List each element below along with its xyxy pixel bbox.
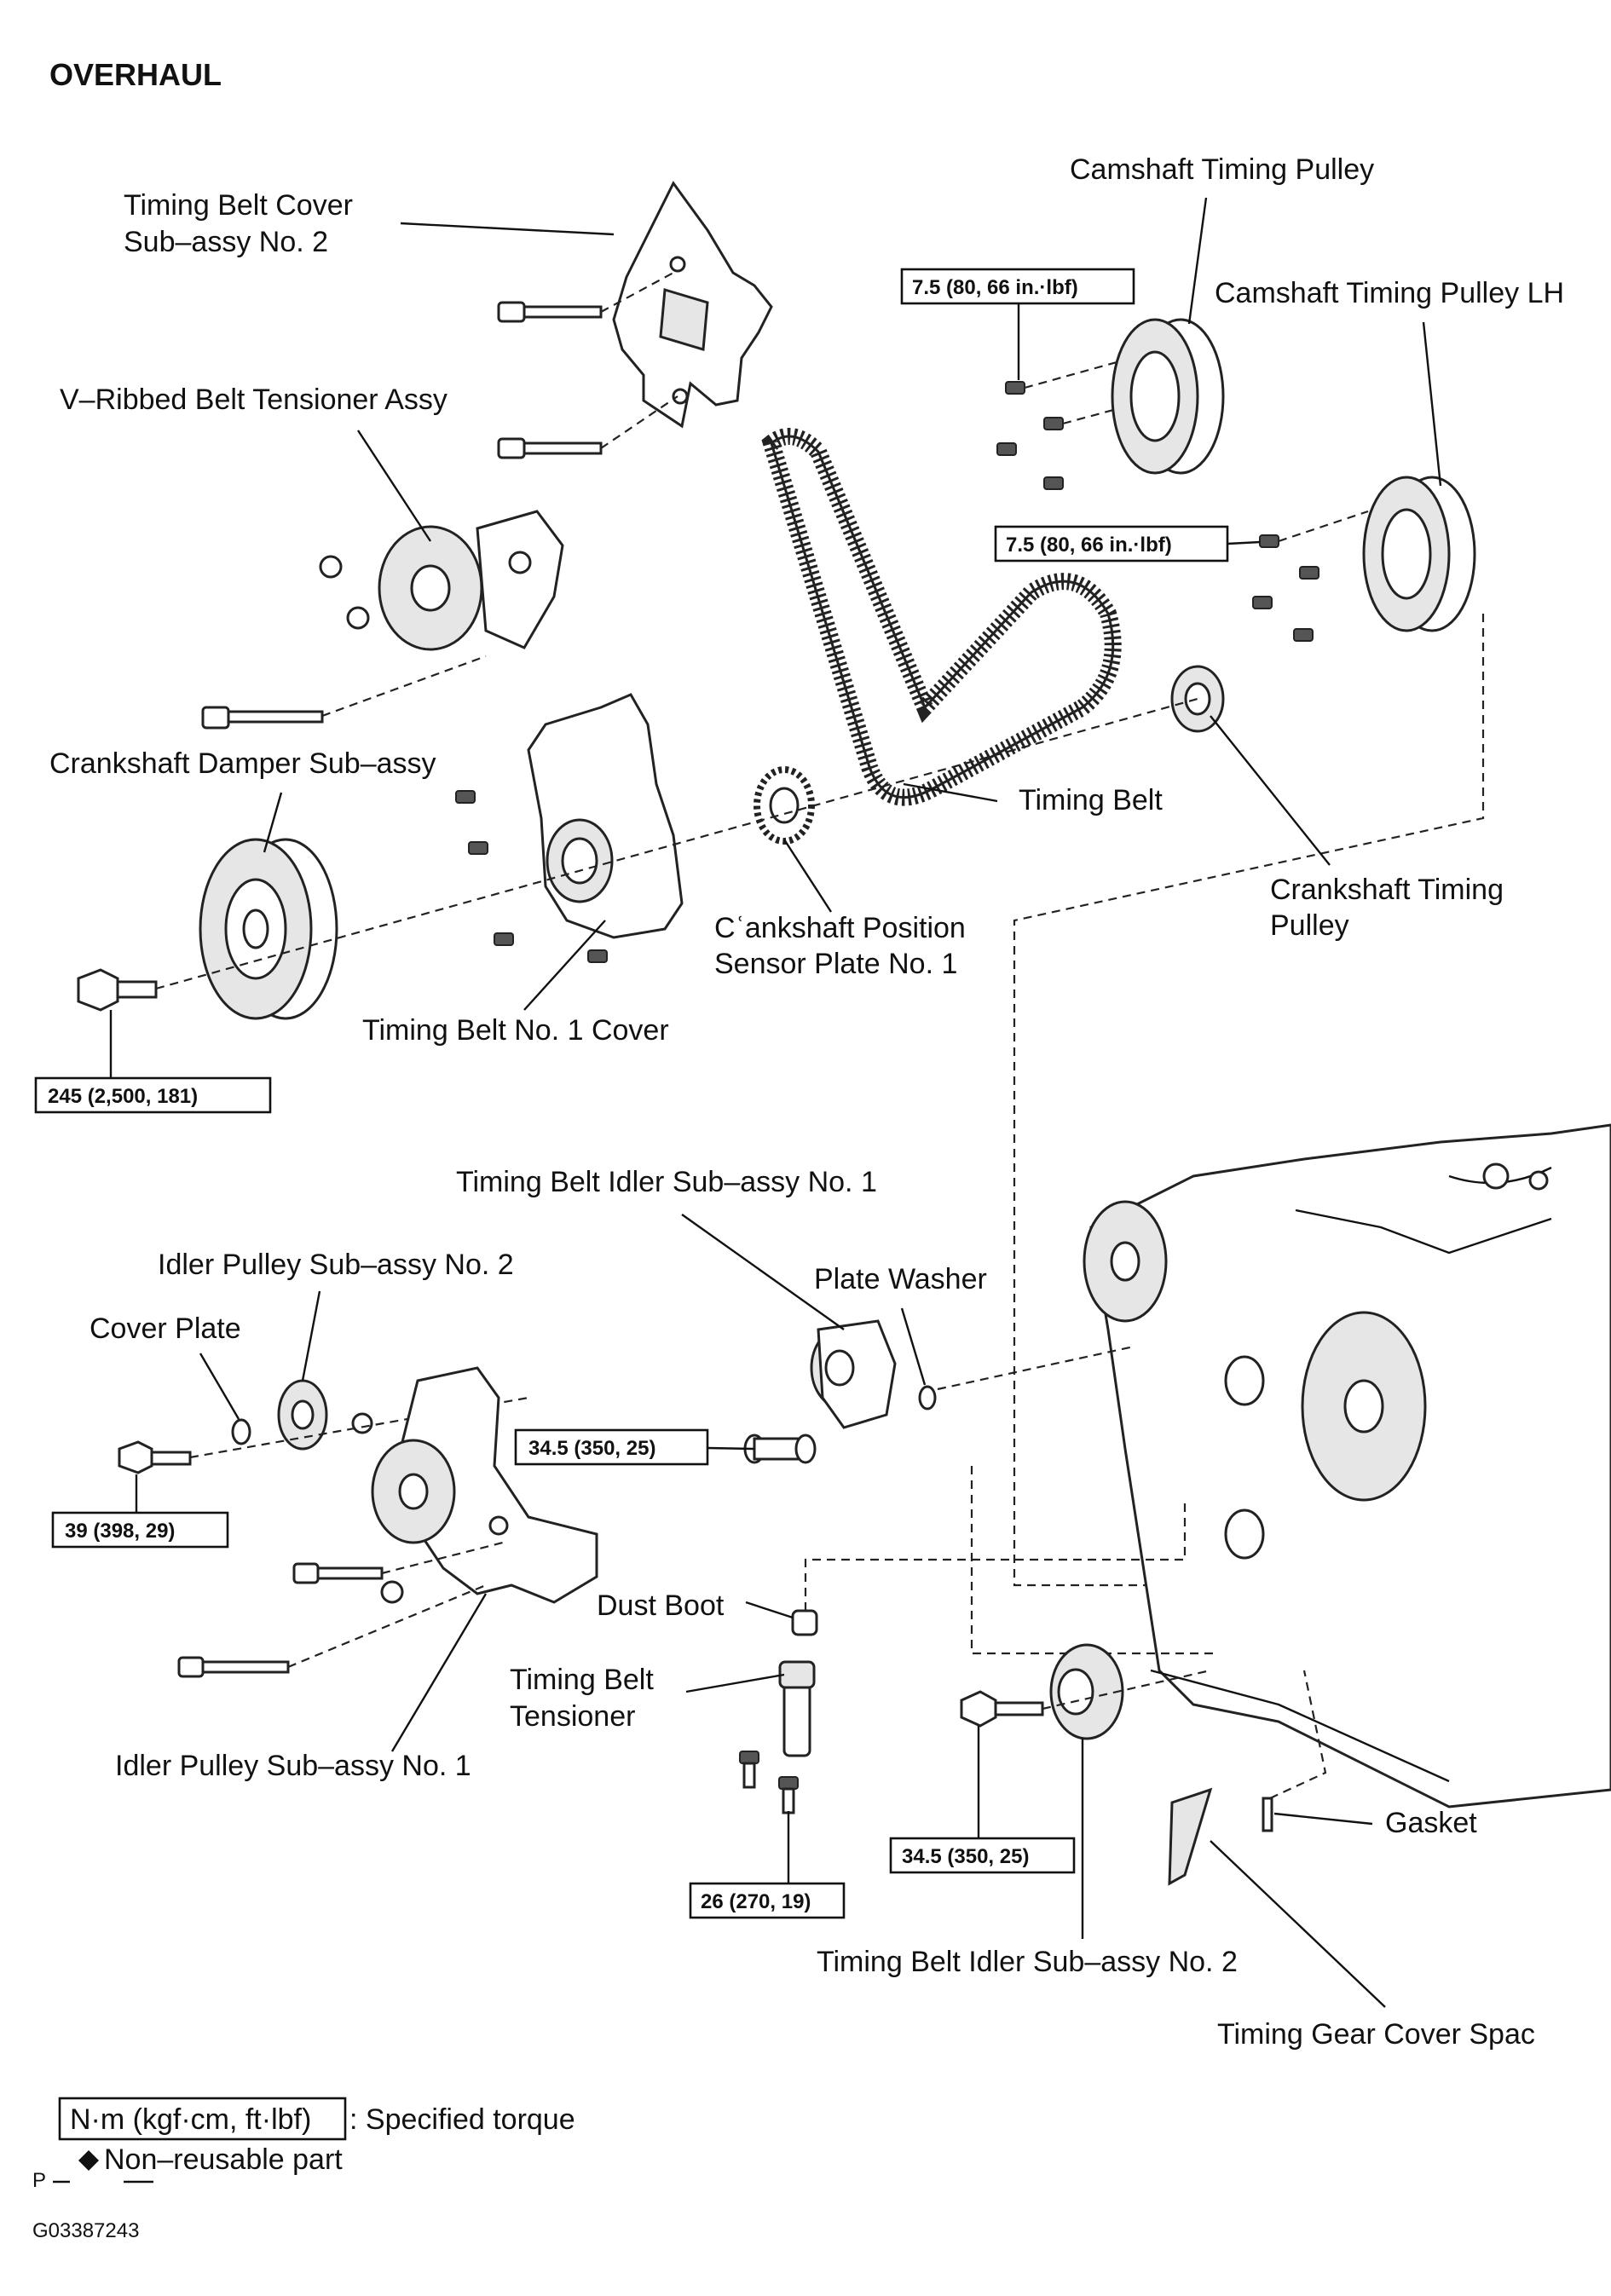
torque-box-idler-pulley-no2: 39 (398, 29) [51, 1511, 229, 1549]
cover-no2-bolt-upper [497, 301, 603, 323]
tensioner-long-bolt [201, 706, 324, 730]
tensioner-nuts [319, 555, 370, 630]
nonreusable-diamond-icon [78, 2150, 99, 2171]
label-timing-belt: Timing Belt [1019, 784, 1163, 816]
torque-crankshaft-damper-value: 245 (2,500, 181) [48, 1085, 198, 1108]
label-timing-belt-cover-no2-line2: Sub–assy No. 2 [124, 226, 328, 258]
torque-camshaft-lh-value: 7.5 (80, 66 in.·lbf) [1006, 534, 1172, 557]
figure-id: G03387243 [32, 2219, 139, 2242]
engine-block [1083, 1123, 1611, 1809]
cover-plate [231, 1418, 251, 1445]
timing-belt-tensioner [778, 1660, 816, 1757]
cover-no2-bolt-lower [497, 437, 603, 459]
label-timing-belt-idler-no1: Timing Belt Idler Sub–assy No. 1 [456, 1166, 877, 1198]
idler-pulley-no2 [277, 1379, 328, 1451]
idler-no1-sleeve-bolt [743, 1434, 817, 1464]
label-timing-gear-cover-spacer: Timing Gear Cover Spac [1217, 2018, 1535, 2051]
timing-belt [761, 428, 1122, 806]
label-crankshaft-timing-pulley-line1: Crankshaft Timing [1270, 874, 1504, 906]
tensioner-bolts [739, 1751, 799, 1814]
label-plate-washer: Plate Washer [814, 1263, 987, 1295]
idler-pulley-no1-bracket [371, 1366, 598, 1604]
camshaft-lh-bolts [1252, 534, 1319, 642]
label-timing-belt-tensioner-line1: Timing Belt [510, 1664, 654, 1696]
crankshaft-position-sensor-plate [754, 766, 815, 845]
label-timing-belt-idler-no2: Timing Belt Idler Sub–assy No. 2 [817, 1946, 1238, 1978]
camshaft-timing-pulley-lh [1362, 476, 1476, 632]
label-crankshaft-timing-pulley-line2: Pulley [1270, 909, 1349, 942]
label-crankshaft-damper: Crankshaft Damper Sub–assy [49, 747, 436, 780]
timing-belt-idler-no1 [810, 1319, 897, 1429]
label-camshaft-timing-pulley-lh: Camshaft Timing Pulley LH [1215, 277, 1564, 309]
label-gasket: Gasket [1385, 1807, 1477, 1839]
crankshaft-damper-bolt [77, 968, 158, 1012]
torque-idler-no1-value: 34.5 (350, 25) [528, 1437, 655, 1460]
legend: N·m (kgf·cm, ft·lbf) : Specified torque … [32, 2097, 575, 2192]
torque-box-camshaft: 7.5 (80, 66 in.·lbf) [900, 268, 1135, 305]
torque-box-idler-no2: 34.5 (350, 25) [889, 1837, 1076, 1874]
dust-boot [791, 1609, 818, 1636]
gasket [1262, 1797, 1273, 1832]
torque-tensioner-value: 26 (270, 19) [701, 1890, 811, 1913]
label-timing-belt-tensioner-line2: Tensioner [510, 1700, 635, 1733]
torque-camshaft-value: 7.5 (80, 66 in.·lbf) [912, 276, 1078, 299]
torque-box-idler-no1: 34.5 (350, 25) [514, 1428, 709, 1466]
label-dust-boot: Dust Boot [597, 1589, 725, 1622]
torque-idler-no2-value: 34.5 (350, 25) [902, 1845, 1029, 1868]
label-camshaft-timing-pulley: Camshaft Timing Pulley [1070, 153, 1374, 186]
label-cover-plate: Cover Plate [90, 1312, 241, 1345]
label-idler-pulley-no1: Idler Pulley Sub–assy No. 1 [115, 1750, 471, 1782]
idler-pulley-no2-bolt [118, 1440, 192, 1474]
camshaft-pulley-bolts [996, 381, 1064, 490]
legend-unit: N·m (kgf·cm, ft·lbf) [70, 2103, 311, 2136]
legend-unit-desc: : Specified torque [349, 2103, 575, 2136]
v-ribbed-belt-tensioner [378, 510, 564, 651]
page-title: OVERHAUL [49, 57, 222, 92]
idler-no1-bolts [177, 1562, 404, 1678]
label-idler-pulley-no2: Idler Pulley Sub–assy No. 2 [158, 1249, 514, 1281]
torque-idler-pulley-no2-value: 39 (398, 29) [65, 1520, 175, 1543]
torque-box-camshaft-lh: 7.5 (80, 66 in.·lbf) [994, 525, 1229, 562]
timing-belt-idler-no2 [1049, 1643, 1124, 1740]
torque-box-tensioner: 26 (270, 19) [689, 1882, 846, 1919]
label-v-ribbed-belt-tensioner: V–Ribbed Belt Tensioner Assy [60, 384, 448, 416]
leader-lines [109, 197, 1442, 2008]
idler-no2-nut [351, 1412, 373, 1434]
torque-box-crankshaft-damper: 245 (2,500, 181) [34, 1076, 272, 1114]
crankshaft-damper [199, 838, 338, 1020]
crankshaft-timing-pulley [1170, 665, 1225, 733]
timing-gear-cover-spacer [1168, 1787, 1213, 1886]
camshaft-timing-pulley [1111, 318, 1225, 475]
legend-p-mark: P [32, 2169, 46, 2192]
plate-washer [918, 1385, 937, 1410]
label-crankshaft-position-sensor-plate-line2: Sensor Plate No. 1 [714, 948, 957, 980]
legend-nonreusable: Non–reusable part [104, 2143, 343, 2176]
timing-belt-cover-no2 [612, 181, 773, 429]
label-crankshaft-position-sensor-plate-line1: Cʿankshaft Position [714, 912, 966, 944]
idler-no2-bolt [960, 1690, 1044, 1728]
no1-cover-bolts [455, 790, 608, 963]
label-timing-belt-no1-cover: Timing Belt No. 1 Cover [362, 1014, 669, 1047]
timing-belt-no1-cover [527, 693, 684, 939]
label-timing-belt-cover-no2-line1: Timing Belt Cover [124, 189, 353, 222]
